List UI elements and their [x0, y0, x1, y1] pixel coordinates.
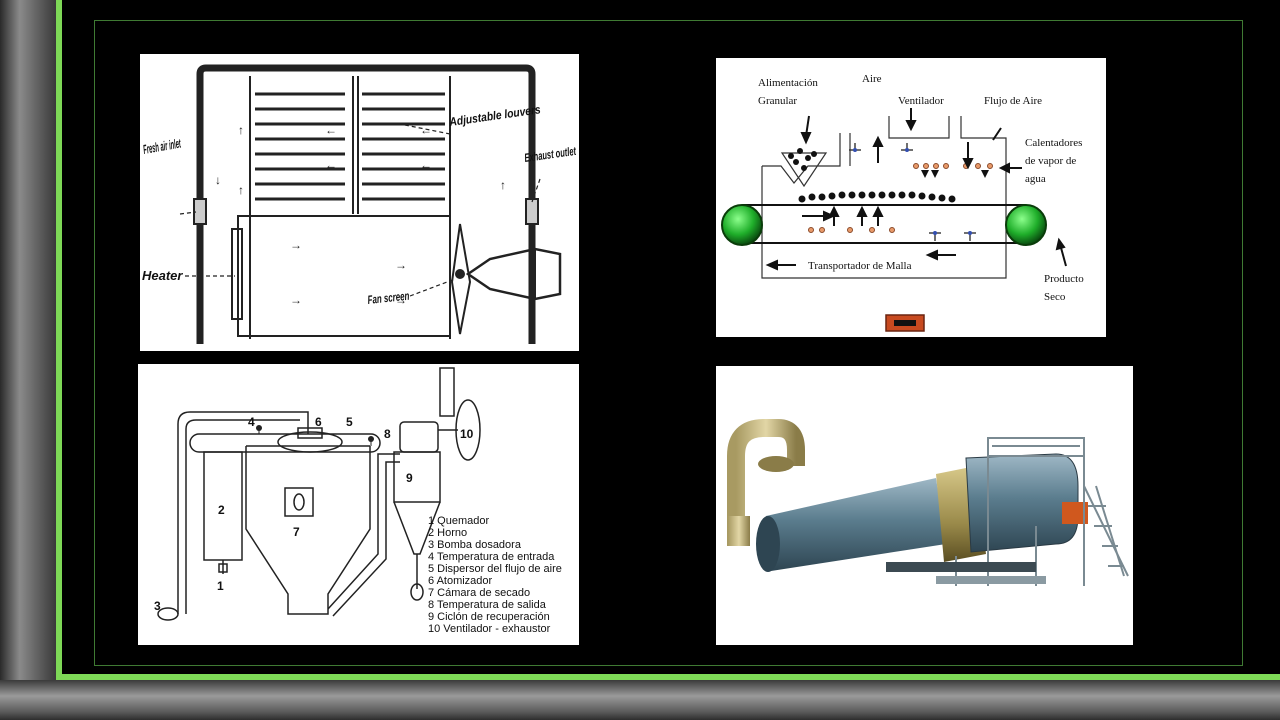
alimentacion-label: Alimentación: [758, 77, 818, 89]
slide-frame-left: [0, 0, 56, 720]
spray-dryer-diagram: 1 2 3 4 5 6 7 8 9 10 1 Quemador 2 Horno …: [138, 364, 579, 645]
svg-text:←: ←: [325, 123, 337, 137]
tray-dryer-diagram: ↑ ↑ ↓ ↑ → → → → ← ← ← ← Fresh air inlet Adjust…: [140, 54, 579, 351]
heater-label: Heater: [142, 268, 183, 283]
svg-text:←: ←: [420, 123, 432, 137]
callout-8: 8: [384, 427, 391, 441]
legend-item: 8 Temperatura de salida: [428, 599, 547, 611]
legend-item: 2 Horno: [428, 527, 467, 539]
rotary-dryer-image: [716, 366, 1133, 645]
svg-text:↑: ↑: [500, 178, 506, 192]
legend-item: 5 Dispersor del flujo de aire: [428, 563, 562, 575]
callout-4: 4: [248, 415, 255, 429]
slide-frame-left-accent: [56, 0, 62, 680]
callout-3: 3: [154, 599, 161, 613]
aire-label: Aire: [862, 73, 882, 85]
callout-7: 7: [293, 525, 300, 539]
legend-item: 1 Quemador: [428, 515, 489, 527]
producto-label: Producto: [1044, 273, 1084, 285]
callout-10: 10: [460, 427, 474, 441]
legend-item: 4 Temperatura de entrada: [428, 551, 555, 563]
fan-screen-label: Fan screen: [367, 289, 410, 307]
granular-label: Granular: [758, 95, 797, 107]
flujo-aire-label: Flujo de Aire: [984, 95, 1042, 107]
agua-label: agua: [1025, 173, 1046, 185]
svg-text:→: →: [395, 293, 407, 307]
svg-text:←: ←: [420, 158, 432, 172]
svg-text:↓: ↓: [215, 173, 221, 187]
spray-dryer-legend: 1 Quemador 2 Horno 3 Bomba dosadora 4 Te…: [428, 515, 562, 635]
legend-item: 7 Cámara de secado: [428, 587, 530, 599]
belt-roller-left: [721, 204, 763, 246]
callout-6: 6: [315, 415, 322, 429]
callout-2: 2: [218, 503, 225, 517]
slide-frame-bottom: [0, 680, 1280, 720]
transportador-label: Transportador de Malla: [808, 260, 912, 272]
legend-item: 10 Ventilador - exhaustor: [428, 623, 551, 635]
svg-text:→: →: [395, 258, 407, 272]
ventilador-label: Ventilador: [898, 95, 944, 107]
belt-dryer-diagram: Alimentación Granular Aire Ventilador Fl…: [716, 58, 1106, 337]
legend-item: 3 Bomba dosadora: [428, 539, 522, 551]
svg-text:←: ←: [325, 158, 337, 172]
svg-text:→: →: [290, 238, 302, 252]
callout-5: 5: [346, 415, 353, 429]
fresh-air-inlet-label: Fresh air inlet: [142, 136, 182, 157]
svg-text:↑: ↑: [238, 123, 244, 137]
slide-frame-bottom-accent: [56, 674, 1280, 680]
content-border: [94, 20, 1243, 666]
calentadores-label: Calentadores: [1025, 137, 1082, 149]
adjustable-louvers-label: Adjustable louvers: [448, 102, 542, 129]
vapor-label: de vapor de: [1025, 155, 1076, 167]
belt-roller-right: [1005, 204, 1047, 246]
legend-item: 9 Ciclón de recuperación: [428, 611, 550, 623]
legend-item: 6 Atomizador: [428, 575, 493, 587]
callout-9: 9: [406, 471, 413, 485]
callout-1: 1: [217, 579, 224, 593]
svg-text:→: →: [290, 293, 302, 307]
seco-label: Seco: [1044, 291, 1066, 303]
svg-text:↑: ↑: [238, 183, 244, 197]
